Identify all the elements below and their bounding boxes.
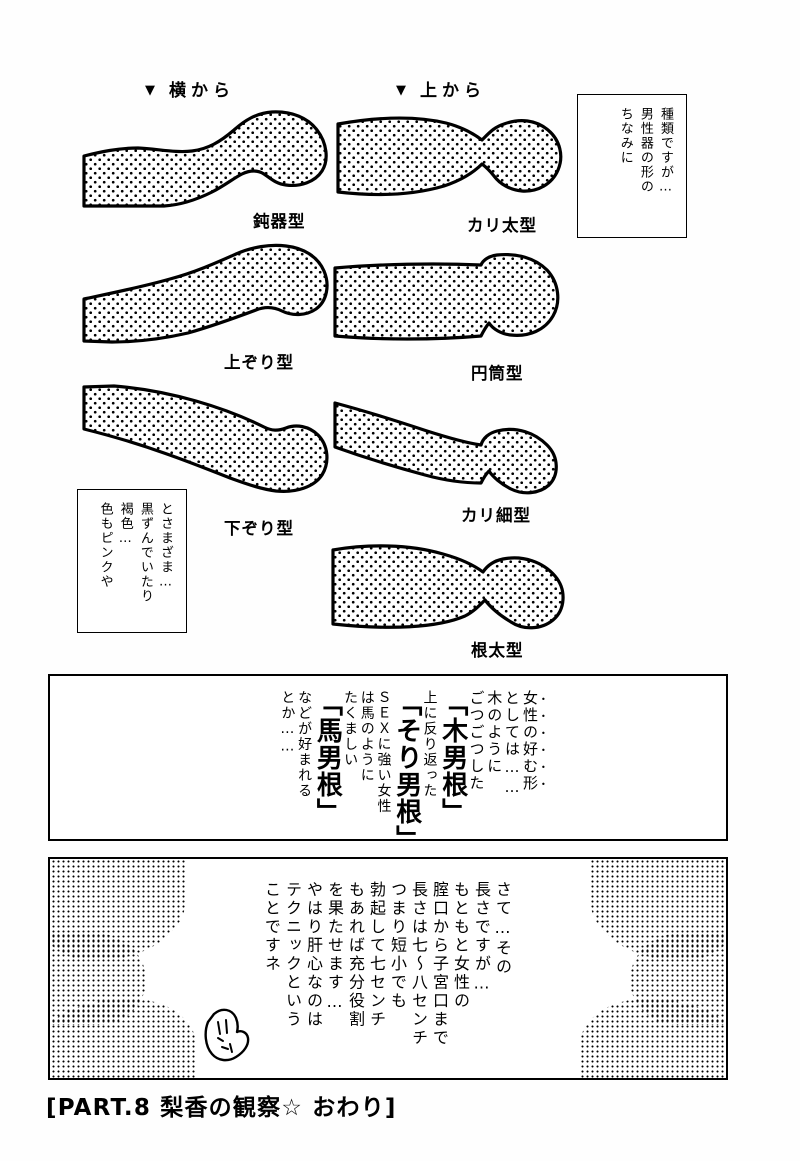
panel-closing-line-6: つまり短小でも [388, 881, 407, 1011]
panel-closing-line-10: やはり肝心なのは [304, 881, 323, 1029]
panel-types-line-5: 「木男根」 [437, 690, 468, 825]
panel-types-line-2: としては…… [503, 690, 521, 798]
screentone-blob-bottom-right [580, 999, 726, 1078]
header-side-view: ▼ 横から [145, 76, 235, 101]
panel-closing-line-2: 長さですが… [472, 881, 491, 995]
note-color-line-1: 色もピンクや [97, 502, 113, 589]
caption-karihoso: カリ細型 [461, 506, 531, 525]
figure-donki-illustration [82, 108, 344, 208]
caption-karifuto: カリ太型 [467, 216, 537, 235]
caption-uesori: 上ぞり型 [224, 353, 294, 372]
panel-types-line-7: 「そり男根」 [391, 690, 422, 841]
screentone-blob-bottom-left [50, 999, 196, 1078]
panel-closing-line-12: ことですネ [262, 881, 281, 974]
panel-types-line-12: などが好まれる [296, 690, 313, 799]
panel-closing-line-1: さて…その [493, 881, 512, 977]
panel-types-line-1: 女性の好む形 [521, 690, 539, 792]
header-side-view-label: 横から [169, 81, 235, 101]
hand-doodle-icon [200, 1004, 256, 1072]
panel-closing-line-5: 長さは七〜八センチ [409, 881, 428, 1048]
panel-types-line-6: 上に反り返った [421, 690, 438, 799]
header-top-view: ▼ 上から [396, 76, 486, 101]
panel-closing-line-11: テクニックという [283, 881, 302, 1029]
caption-donki: 鈍器型 [253, 212, 306, 231]
note-intro-line-3: 種類ですが… [658, 107, 673, 196]
panel-types-line-11: 「馬男根」 [312, 690, 343, 825]
caption-shitasori: 下ぞり型 [224, 519, 294, 538]
header-top-view-label: 上から [420, 81, 486, 101]
page-footer-caption: [PART.8 梨香の観察☆ おわり] [46, 1095, 397, 1121]
figure-karihoso-illustration [333, 395, 575, 495]
panel-closing-line-8: もあれば充分役割 [346, 881, 365, 1029]
panel-closing-monologue: さて…その 長さですが… もともと女性の 腟口から子宮口まで 長さは七〜八センチ… [48, 857, 728, 1080]
figure-entou-illustration [333, 252, 570, 350]
figure-nebuto-illustration [331, 528, 583, 632]
note-color-line-3: 黒ずんでいたり [137, 502, 153, 604]
panel-types-line-13: とか…… [279, 690, 296, 756]
triangle-down-icon: ▼ [396, 83, 411, 98]
caption-nebuto: 根太型 [471, 641, 524, 660]
panel-closing-line-3: もともと女性の [451, 881, 470, 1011]
note-intro-line-2: 男性器の形の [637, 107, 653, 194]
note-box-intro: ちなみに 男性器の形の 種類ですが… [577, 94, 687, 238]
panel-preferred-types: 女性の好む形 としては…… 木のように ごつごつした 「木男根」 上に反り返った… [48, 674, 728, 841]
figure-karifuto-illustration [336, 106, 566, 206]
figure-shitasori-illustration [82, 383, 359, 503]
triangle-down-icon: ▼ [145, 83, 160, 98]
panel-types-line-3: 木のように [485, 690, 504, 775]
note-box-color: 色もピンクや 褐色… 黒ずんでいたり とさまざま… [77, 489, 187, 633]
panel-types-line-8: ＳＥＸに強い女性 [375, 690, 392, 814]
panel-types-line-4: ごつごつした [467, 690, 486, 792]
note-intro-line-1: ちなみに [617, 107, 633, 165]
panel-types-line-10: たくましい [342, 690, 359, 768]
panel-closing-line-7: 勃起して七センチ [367, 881, 386, 1029]
panel-closing-line-9: を果たせます… [325, 881, 344, 1014]
caption-entou: 円筒型 [471, 364, 524, 383]
panel-types-line-9: は馬のように [358, 690, 375, 783]
figure-uesori-illustration [82, 243, 349, 344]
note-color-line-4: とさまざま… [158, 502, 173, 591]
note-color-line-2: 褐色… [117, 502, 133, 548]
panel-closing-line-4: 腟口から子宮口まで [430, 881, 449, 1048]
